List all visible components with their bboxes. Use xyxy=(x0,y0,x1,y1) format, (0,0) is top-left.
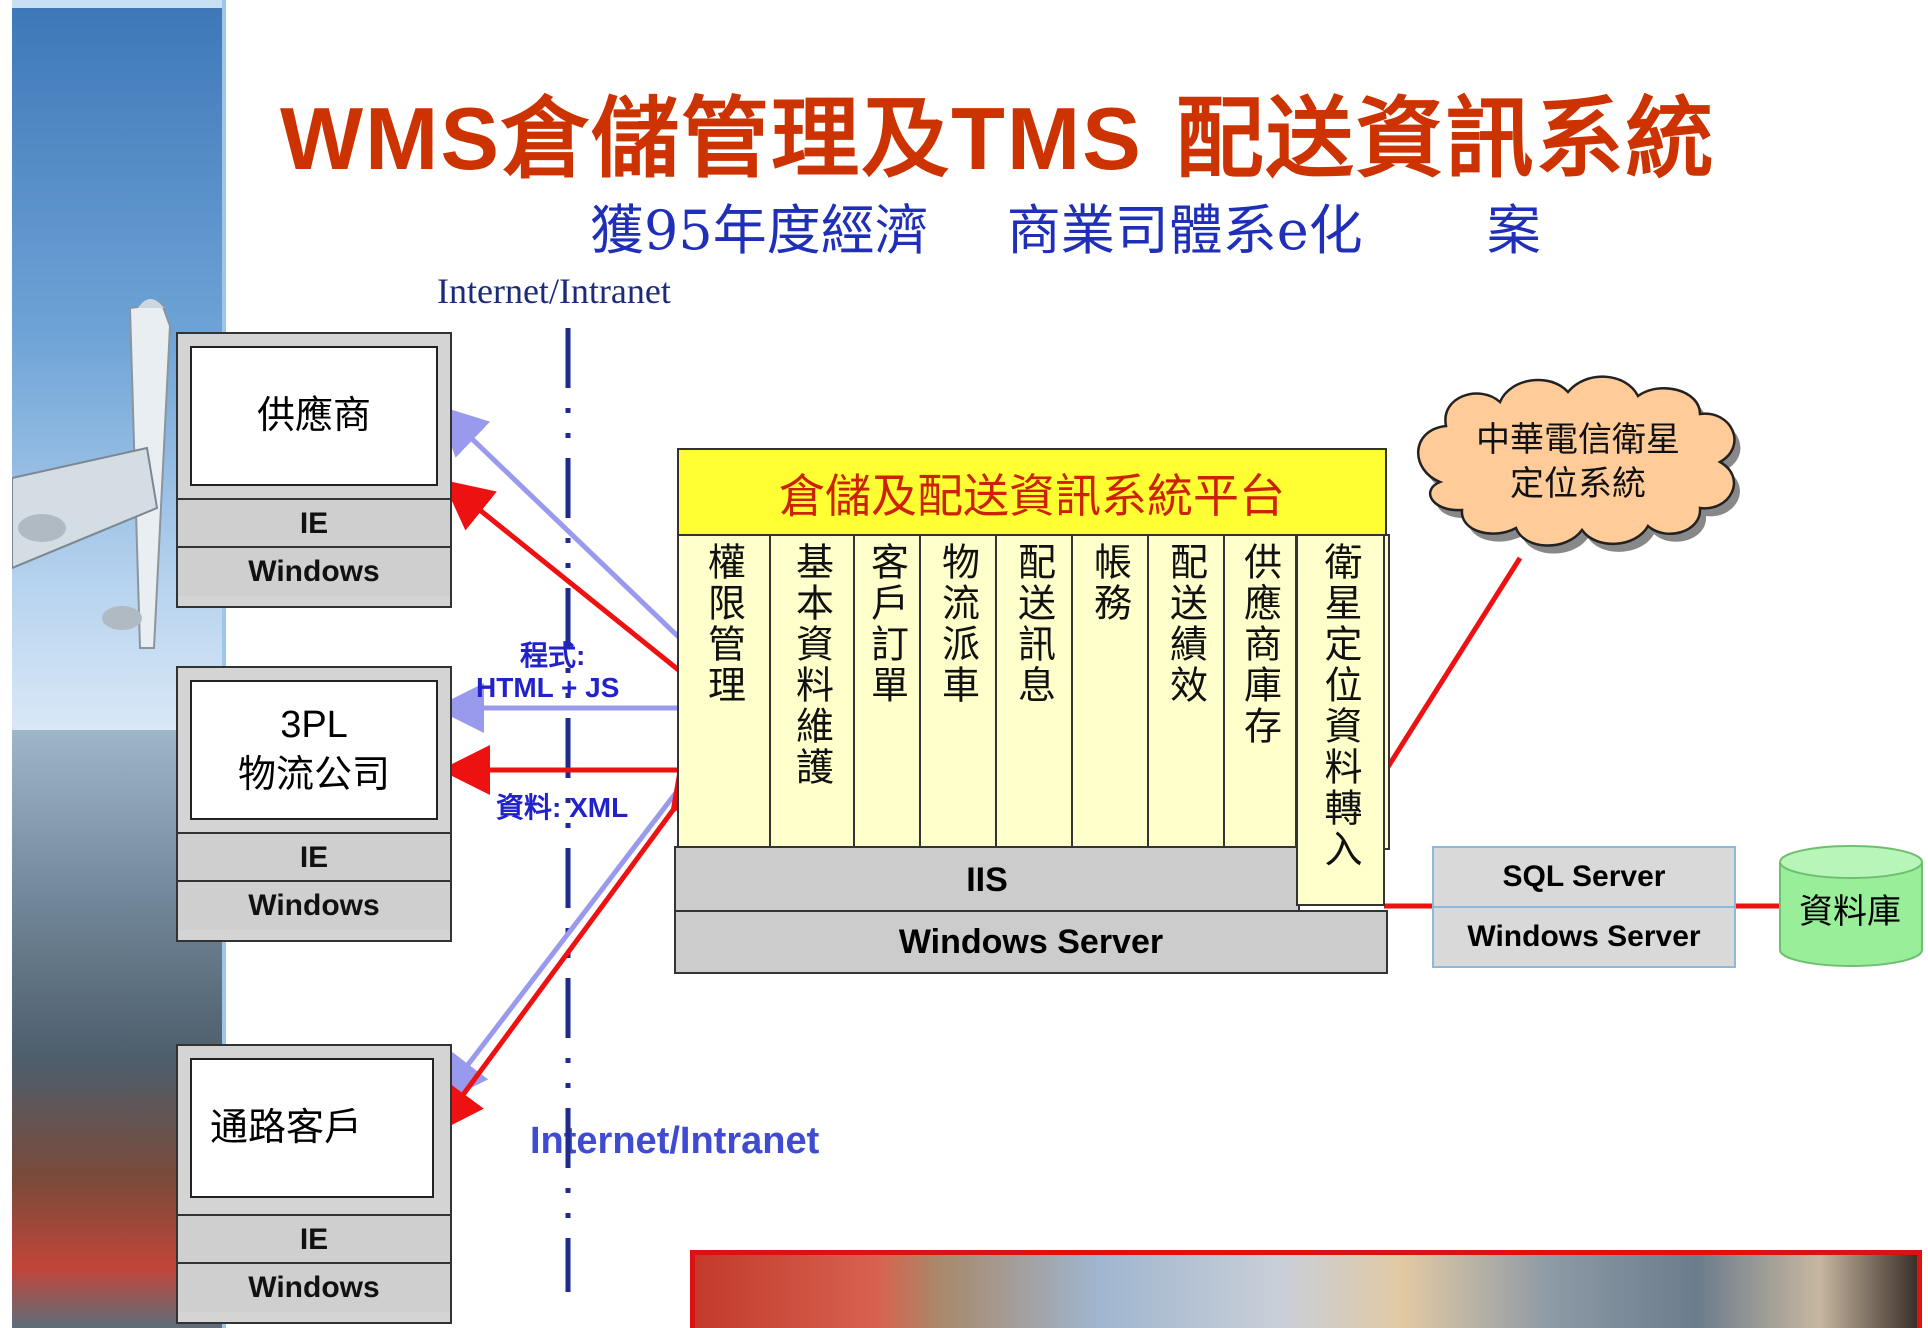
database-icon xyxy=(1779,845,1923,967)
client-name-line1: 3PL xyxy=(280,703,348,746)
module-master-data: 基本資料維護 xyxy=(771,536,855,848)
browser-label: IE xyxy=(178,1214,450,1264)
gps-system-label: 中華電信衛星 定位系統 xyxy=(1450,418,1706,506)
gps-system-line1: 中華電信衛星 xyxy=(1476,420,1680,460)
client-name: 3PL 物流公司 xyxy=(190,680,438,820)
module-delivery-performance: 配送績效 xyxy=(1149,536,1225,848)
program-format-label: HTML + JS xyxy=(476,672,620,703)
platform-title: 倉儲及配送資訊系統平台 xyxy=(677,448,1387,538)
program-label: 程式: xyxy=(520,640,586,671)
module-dispatch: 物流派車 xyxy=(921,536,997,848)
module-customer-orders: 客戶訂單 xyxy=(855,536,921,848)
gps-cloud-icon xyxy=(1417,375,1741,554)
database-label: 資料庫 xyxy=(1799,892,1901,932)
server-os: Windows Server xyxy=(674,910,1388,974)
db-server: SQL Server Windows Server xyxy=(1432,846,1736,968)
module-accounting: 帳務 xyxy=(1073,536,1149,848)
browser-label: IE xyxy=(178,832,450,882)
client-supplier: 供應商 IE Windows xyxy=(176,332,452,608)
module-permissions: 權限管理 xyxy=(679,536,771,848)
platform-modules: 權限管理 基本資料維護 客戶訂單 物流派車 配送訊息 帳務 配送績效 供應商庫存 xyxy=(677,534,1390,850)
client-channel-customer: 通路客戶 IE Windows xyxy=(176,1044,452,1324)
os-label: Windows xyxy=(178,546,450,596)
gps-system-line2: 定位系統 xyxy=(1510,464,1646,504)
data-arrow-channel xyxy=(434,758,720,1135)
web-server-iis: IIS xyxy=(674,846,1300,914)
os-label: Windows xyxy=(178,1262,450,1312)
client-name: 通路客戶 xyxy=(190,1058,434,1198)
client-name-line2: 物流公司 xyxy=(237,752,390,796)
network-label-top: Internet/Intranet xyxy=(437,271,671,311)
module-supplier-inventory: 供應商庫存 xyxy=(1225,536,1297,848)
page-title: WMS倉儲管理及TMS 配送資訊系統 xyxy=(280,86,1716,190)
page-subtitle: 獲95年度經濟商業司體系e化案 xyxy=(590,199,1541,262)
logistics-photo-strip xyxy=(690,1250,1922,1328)
module-satellite-import: 衛星定位資料轉入 xyxy=(1296,534,1385,906)
airplane-icon xyxy=(11,299,172,649)
os-label: Windows xyxy=(178,880,450,930)
client-name: 供應商 xyxy=(190,346,438,486)
db-server-os: Windows Server xyxy=(1467,920,1701,953)
db-server-software: SQL Server xyxy=(1434,848,1734,908)
data-arrow-supplier xyxy=(442,479,733,721)
data-format-label: 資料: XML xyxy=(496,792,629,823)
program-arrow-channel xyxy=(437,788,680,1104)
client-3pl: 3PL 物流公司 IE Windows xyxy=(176,666,452,942)
gps-link-line xyxy=(1383,556,1523,772)
module-delivery-messages: 配送訊息 xyxy=(997,536,1073,848)
strip-divider xyxy=(222,0,226,1328)
browser-label: IE xyxy=(178,498,450,548)
